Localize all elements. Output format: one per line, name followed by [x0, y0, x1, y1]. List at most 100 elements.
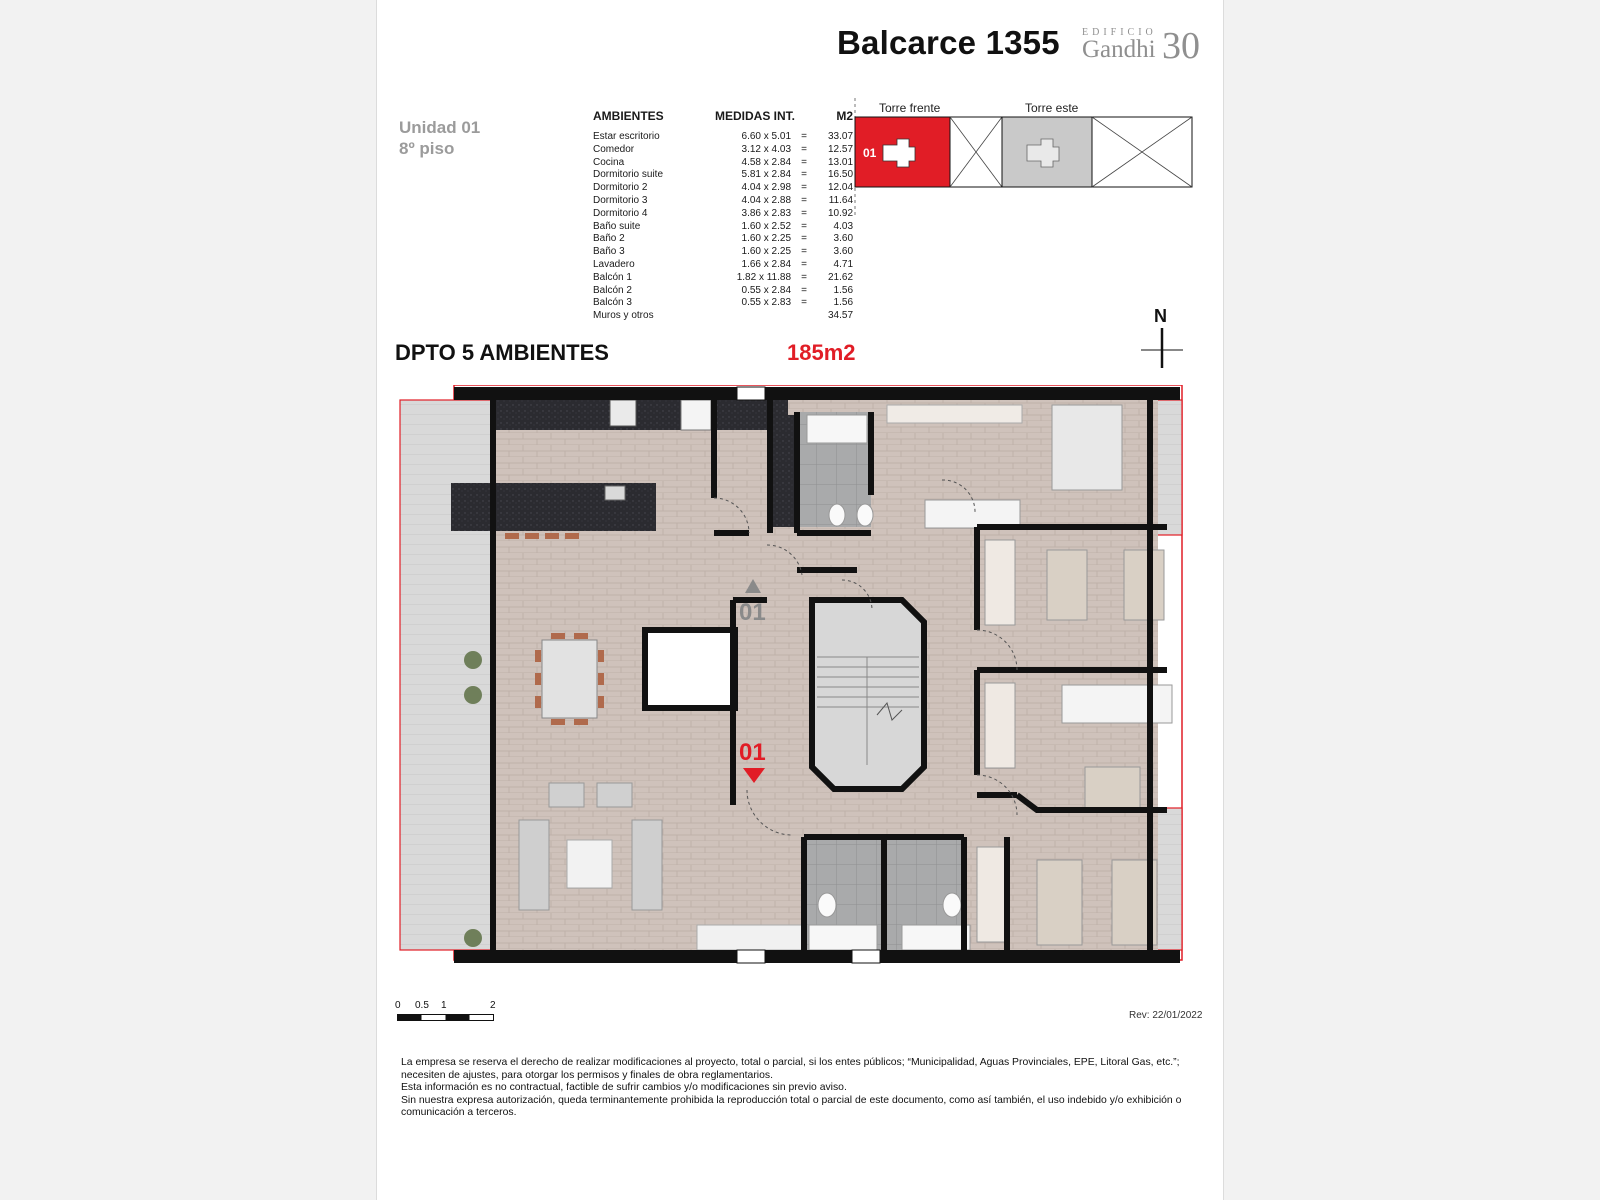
room-eq: = — [801, 220, 807, 232]
sofa-right — [631, 819, 663, 911]
tower-front-label: Torre frente — [879, 101, 941, 115]
laundry-counter — [770, 415, 798, 527]
room-name: Dormitorio 4 — [593, 207, 648, 219]
armchair-2 — [596, 782, 633, 808]
kitchen-sink — [604, 485, 626, 501]
window-north — [736, 386, 766, 401]
room-m2: 4.03 — [833, 220, 854, 232]
scale-label-05: 0.5 — [415, 1000, 429, 1011]
room-m2: 3.60 — [833, 246, 854, 258]
unit-name: Unidad 01 — [399, 118, 481, 137]
room-dims: 4.04 x 2.98 — [741, 182, 792, 194]
room-eq: = — [801, 246, 807, 258]
room-name: Baño suite — [593, 220, 641, 232]
room-eq: = — [801, 207, 807, 219]
kitchen-counter — [493, 400, 788, 430]
room-name: Dormitorio 3 — [593, 194, 648, 206]
room-dims: 0.55 x 2.84 — [741, 284, 792, 296]
window-south-2 — [851, 949, 881, 964]
room-dims: 3.86 x 2.83 — [741, 207, 792, 219]
apartment-area: 185m2 — [787, 340, 856, 365]
room-eq: = — [801, 131, 807, 142]
bathtub-bath2 — [808, 924, 878, 951]
unit-info: Unidad 01 8º piso — [399, 117, 480, 159]
plants — [464, 651, 482, 947]
room-name: Estar escritorio — [593, 131, 660, 142]
scale-label-2: 2 — [490, 1000, 496, 1011]
desk-suite — [924, 499, 1021, 529]
bed-suite — [1051, 404, 1123, 491]
wardrobe-dorm2 — [984, 539, 1016, 626]
room-dims: 4.58 x 2.84 — [741, 156, 792, 168]
armchair-1 — [548, 782, 585, 808]
bed-dorm2-a — [1046, 549, 1088, 621]
room-m2: 3.60 — [833, 233, 854, 245]
door-swings — [713, 479, 1018, 836]
room-m2: 1.56 — [833, 284, 854, 296]
sofa-left — [518, 819, 550, 911]
header-dims: MEDIDAS INT. — [715, 109, 796, 123]
room-eq — [795, 310, 813, 323]
bidet-suite — [856, 503, 874, 527]
tower-east-footprint — [1026, 138, 1060, 168]
room-dims: 5.81 x 2.84 — [741, 169, 792, 181]
room-name: Balcón 1 — [593, 271, 632, 283]
room-m2: 16.50 — [827, 169, 854, 181]
room-eq: = — [801, 182, 807, 194]
apartment-type: DPTO 5 AMBIENTES — [395, 340, 609, 365]
toilet-suite — [828, 503, 846, 527]
scale-bar: 0 0.5 1 2 — [393, 1000, 513, 1030]
coffee-table — [566, 839, 613, 889]
room-name: Baño 2 — [593, 233, 625, 245]
desk — [696, 924, 803, 951]
disclaimer: La empresa se reserva el derecho de real… — [401, 1057, 1201, 1120]
header-eq — [795, 109, 813, 131]
rooms-table: AMBIENTES MEDIDAS INT. M2 Estar escritor… — [593, 109, 853, 323]
unit-lower-label: 01 — [739, 739, 766, 766]
scale-label-1: 1 — [441, 1000, 447, 1011]
north-compass: N — [1141, 306, 1183, 368]
room-name: Dormitorio suite — [593, 169, 664, 181]
window-south-1 — [736, 949, 766, 964]
room-m2: 34.57 — [827, 310, 854, 322]
room-m2: 12.57 — [827, 143, 854, 155]
table-row: Cocina 4.58 x 2.84 = 13.01 — [593, 157, 853, 170]
room-name: Baño 3 — [593, 246, 625, 258]
tower-front-footprint — [882, 138, 916, 168]
cooktop — [609, 399, 637, 427]
bed-dorm4-a — [1036, 859, 1083, 946]
wardrobe-suite — [886, 404, 1023, 424]
room-m2: 10.92 — [827, 207, 854, 219]
room-dims: 0.55 x 2.83 — [741, 297, 792, 309]
tower-key-plan: 01 — [854, 98, 1193, 215]
south-facade — [454, 950, 1180, 963]
room-m2: 12.04 — [827, 182, 854, 194]
wardrobe-dorm3 — [984, 682, 1016, 769]
header-m2: M2 — [836, 109, 854, 123]
unit-upper-label: 01 — [739, 599, 766, 626]
tower-unit-tag: 01 — [863, 146, 877, 160]
room-m2: 1.56 — [833, 297, 854, 309]
header-room: AMBIENTES — [593, 109, 664, 123]
bar-stools — [505, 533, 579, 539]
room-dims: 6.60 x 5.01 — [741, 131, 792, 142]
room-eq: = — [801, 284, 807, 296]
room-eq: = — [801, 258, 807, 270]
room-eq: = — [801, 233, 807, 245]
room-m2: 13.01 — [827, 156, 854, 168]
room-name: Comedor — [593, 143, 635, 155]
room-eq: = — [801, 156, 807, 168]
desk-dorm3 — [1061, 684, 1173, 724]
dining-table — [541, 639, 598, 719]
room-name: Cocina — [593, 156, 625, 168]
